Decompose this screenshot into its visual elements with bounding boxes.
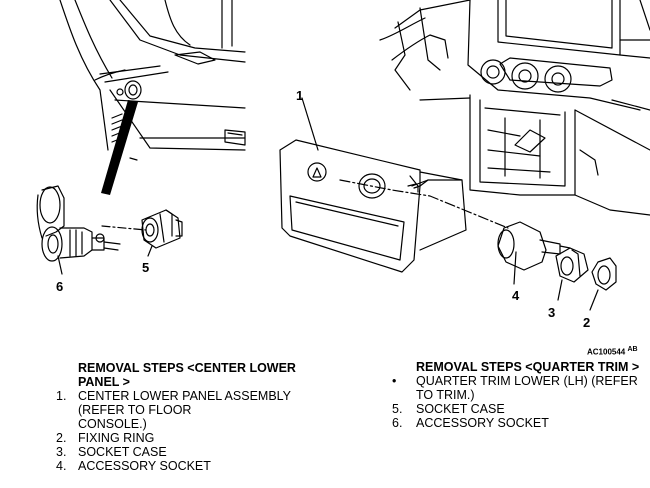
callout-1: 1 bbox=[296, 88, 303, 103]
removal-steps-quarter-trim: REMOVAL STEPS <QUARTER TRIM > • QUARTER … bbox=[390, 360, 650, 430]
callout-4: 4 bbox=[512, 288, 520, 303]
dashboard-illustration bbox=[379, 0, 650, 216]
callout-5: 5 bbox=[142, 260, 149, 275]
callout-2: 2 bbox=[583, 315, 590, 330]
step-marker: 6. bbox=[392, 416, 403, 430]
step-text: (REFER TO FLOOR bbox=[78, 403, 192, 417]
step-text: CENTER LOWER PANEL ASSEMBLY bbox=[78, 389, 292, 403]
figure-code-suffix: AB bbox=[627, 346, 638, 353]
right-steps-title: REMOVAL STEPS <QUARTER TRIM > bbox=[416, 360, 640, 374]
parts-diagram: 1 2 3 4 5 6 bbox=[36, 0, 650, 330]
fixing-ring-2 bbox=[589, 257, 617, 311]
left-step-2: 2. FIXING RING bbox=[56, 431, 306, 445]
step-text: QUARTER TRIM LOWER (LH) (REFER bbox=[416, 374, 638, 388]
socket-case-5 bbox=[141, 209, 183, 249]
step-marker: 1. bbox=[56, 389, 67, 403]
left-step-1: 1. CENTER LOWER PANEL ASSEMBLY (REFER TO… bbox=[56, 389, 306, 431]
step-marker: 5. bbox=[392, 402, 403, 416]
figure-code: AC100544 AB bbox=[587, 346, 638, 357]
left-step-4: 4. ACCESSORY SOCKET bbox=[56, 459, 306, 473]
accessory-socket-4 bbox=[497, 221, 571, 285]
callout-6: 6 bbox=[56, 279, 63, 294]
step-text: FIXING RING bbox=[78, 431, 155, 445]
callout-3: 3 bbox=[548, 305, 555, 320]
removal-steps-center-lower-panel: REMOVAL STEPS <CENTER LOWER PANEL > 1. C… bbox=[56, 361, 306, 473]
step-text: ACCESSORY SOCKET bbox=[416, 416, 549, 430]
quarter-trim-illustration bbox=[59, 0, 246, 161]
right-step-6: 6. ACCESSORY SOCKET bbox=[390, 416, 650, 430]
step-marker: 4. bbox=[56, 459, 67, 473]
right-step-bullet: • QUARTER TRIM LOWER (LH) (REFER TO TRIM… bbox=[390, 374, 650, 402]
socket-case-3 bbox=[555, 247, 589, 301]
center-lower-panel-1 bbox=[279, 139, 467, 273]
socket-location-pointer bbox=[101, 100, 138, 195]
step-marker: 3. bbox=[56, 445, 67, 459]
step-marker: 2. bbox=[56, 431, 67, 445]
step-text: SOCKET CASE bbox=[78, 445, 167, 459]
left-step-3: 3. SOCKET CASE bbox=[56, 445, 306, 459]
step-text: SOCKET CASE bbox=[416, 402, 505, 416]
figure-code-text: AC100544 bbox=[587, 347, 626, 357]
accessory-socket-6 bbox=[36, 185, 121, 262]
right-step-5: 5. SOCKET CASE bbox=[390, 402, 650, 416]
step-marker: • bbox=[392, 374, 397, 388]
step-text: CONSOLE.) bbox=[78, 417, 147, 431]
step-text: ACCESSORY SOCKET bbox=[78, 459, 211, 473]
step-text: TO TRIM.) bbox=[416, 388, 475, 402]
left-steps-title: REMOVAL STEPS <CENTER LOWER PANEL > bbox=[78, 361, 296, 389]
